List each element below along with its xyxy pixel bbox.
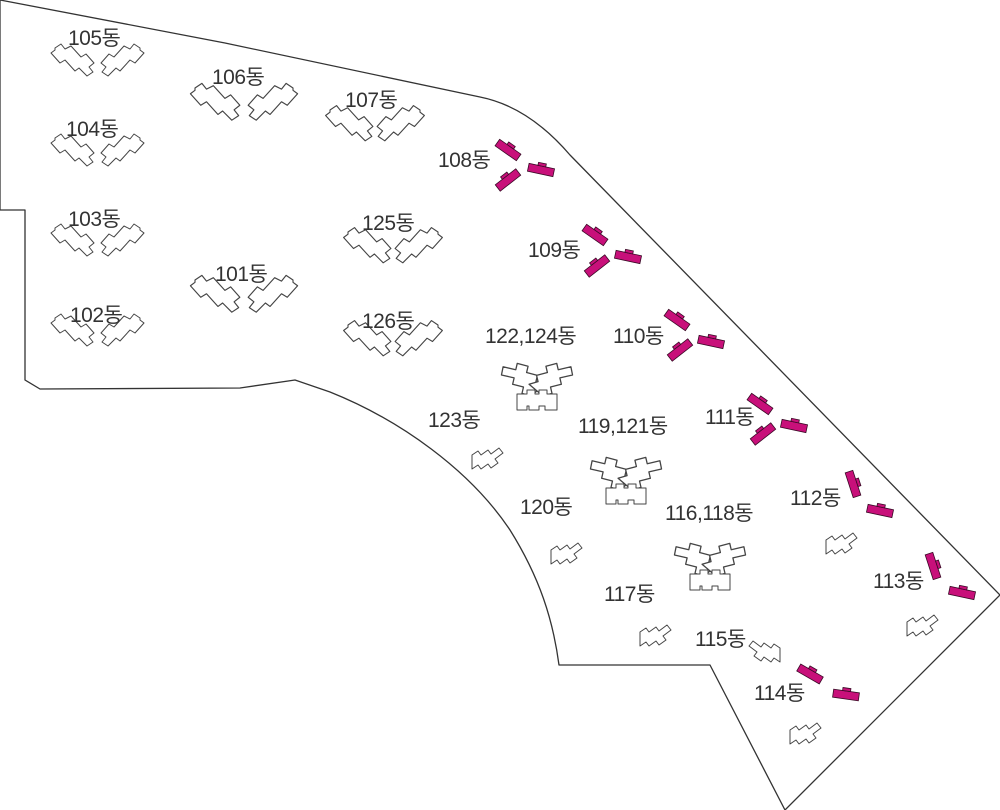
label-122-124: 122,124동 (485, 325, 576, 348)
label-119-121: 119,121동 (578, 415, 668, 438)
label-104: 104동 (66, 118, 119, 141)
label-102: 102동 (70, 304, 123, 327)
label-108: 108동 (438, 149, 491, 172)
label-114: 114동 (754, 682, 805, 705)
label-120: 120동 (520, 496, 573, 519)
label-105: 105동 (68, 27, 121, 50)
label-112: 112동 (790, 487, 841, 510)
label-111: 111동 (705, 406, 754, 429)
label-107: 107동 (345, 89, 398, 112)
label-110: 110동 (613, 325, 664, 348)
label-106: 106동 (212, 66, 265, 89)
label-113: 113동 (873, 570, 924, 593)
label-117: 117동 (604, 583, 655, 606)
building-119-121[interactable] (586, 446, 666, 505)
label-116-118: 116,118동 (665, 502, 753, 525)
label-123: 123동 (428, 409, 481, 432)
label-126: 126동 (362, 310, 415, 333)
label-115: 115동 (695, 628, 746, 651)
label-125: 125동 (362, 212, 415, 235)
label-109: 109동 (528, 239, 581, 262)
label-101: 101동 (215, 263, 268, 286)
label-103: 103동 (68, 208, 121, 231)
building-116-118[interactable] (670, 532, 750, 591)
building-122-124[interactable] (497, 352, 577, 411)
